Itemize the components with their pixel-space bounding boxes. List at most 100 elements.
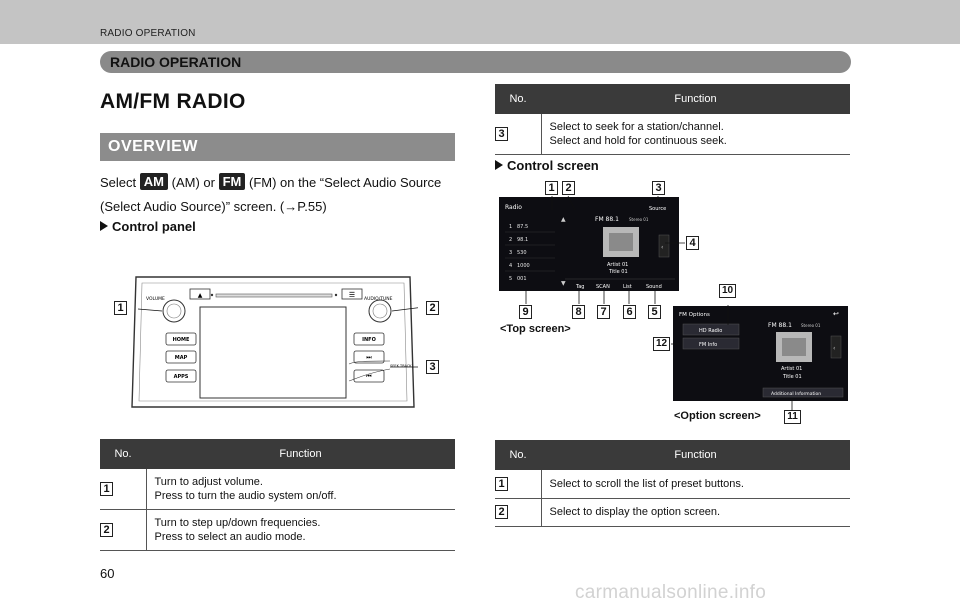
header-band (0, 0, 960, 44)
svg-text:⏮: ⏮ (366, 373, 372, 380)
table-header-no: No. (100, 439, 146, 469)
tune-knob[interactable] (368, 299, 392, 323)
station-frequency: FM 88.1 (595, 216, 619, 223)
callout-1: 1 (114, 301, 127, 315)
audio-tune-label: AUDIO/TUNE (364, 296, 393, 302)
back-icon[interactable]: ↩ (833, 310, 839, 318)
overview-bar: OVERVIEW (100, 133, 455, 161)
fm-info-button[interactable] (682, 337, 740, 350)
tag-button[interactable]: Tag (575, 284, 584, 290)
control-screen-heading: Control screen (495, 158, 599, 173)
additional-information-button[interactable] (762, 387, 844, 398)
svg-text:530: 530 (517, 250, 527, 256)
intro-am-text: (AM) or (171, 175, 215, 190)
scan-button[interactable]: SCAN (596, 284, 610, 290)
svg-text:HOME: HOME (173, 337, 190, 343)
top-screen-caption: <Top screen> (500, 323, 571, 335)
svg-text:Artist 01: Artist 01 (607, 262, 628, 268)
callout-7: 7 (597, 305, 610, 319)
svg-text:3: 3 (509, 250, 512, 256)
table-header-no: No. (495, 84, 541, 114)
svg-text:MAP: MAP (175, 355, 188, 361)
callout-1: 1 (545, 181, 558, 195)
radio-title: Radio (505, 204, 522, 211)
table-row: 2 Select to display the option screen. (495, 498, 850, 527)
callout-6: 6 (623, 305, 636, 319)
svg-text:INFO: INFO (362, 337, 376, 343)
svg-text:1000: 1000 (517, 263, 530, 269)
volume-label: VOLUME (146, 296, 165, 302)
option-screen-caption: <Option screen> (674, 410, 761, 422)
overview-title: OVERVIEW (108, 138, 198, 155)
table-header-function: Function (541, 84, 850, 114)
table-header-function: Function (146, 439, 455, 469)
display-screen (199, 306, 347, 399)
svg-text:▼: ▼ (561, 280, 566, 287)
option-screen-leaders (671, 305, 793, 411)
intro-fm-text: (FM) on the “Select Audio Source (Select… (100, 175, 442, 214)
triangle-bullet-icon (100, 221, 108, 231)
seek-down-button[interactable] (353, 369, 385, 383)
top-screen-leaders (525, 195, 685, 304)
svg-text:‹: ‹ (833, 345, 835, 352)
info-button[interactable] (353, 332, 385, 346)
callout-5: 5 (648, 305, 661, 319)
running-title: RADIO OPERATION (100, 28, 196, 39)
list-button[interactable]: List (623, 284, 632, 290)
triangle-bullet-icon (495, 160, 503, 170)
callout-10: 10 (719, 284, 736, 298)
fm-options-title: FM Options (679, 312, 710, 318)
table-header-function: Function (541, 440, 850, 470)
sound-button[interactable]: Sound (646, 284, 662, 290)
control-screen-table: No. Function 1 Select to scroll the list… (495, 440, 850, 527)
callout-3: 3 (652, 181, 665, 195)
svg-text:APPS: APPS (174, 374, 189, 380)
map-button[interactable] (165, 350, 197, 364)
callout-12: 12 (653, 337, 670, 351)
source-button[interactable]: Source (649, 206, 666, 212)
control-panel-illustration: ▲ ☰ VOLUME AUDIO/TUNE HOME MAP APPS INFO… (131, 276, 418, 408)
am-button-chip: AM (139, 173, 168, 190)
svg-text:⏭: ⏭ (366, 354, 372, 361)
svg-text:▲: ▲ (561, 216, 566, 223)
fm-button-chip: FM (218, 173, 246, 190)
svg-text:2: 2 (509, 237, 512, 243)
svg-text:Stereo 01: Stereo 01 (629, 217, 649, 222)
seek-up-button[interactable] (353, 350, 385, 364)
svg-text:FM 88.1: FM 88.1 (768, 322, 792, 329)
svg-text:98.1: 98.1 (517, 237, 528, 243)
top-screen: Radio 1 87.5 2 98.1 3 530 4 1000 5 001 ▲ ▼ FM… (499, 197, 679, 291)
svg-text:Stereo 01: Stereo 01 (801, 323, 821, 328)
intro-select-text: Select (100, 175, 137, 190)
svg-text:Artist 01: Artist 01 (781, 366, 802, 372)
svg-text:87.5: 87.5 (517, 224, 528, 230)
callout-9: 9 (519, 305, 532, 319)
volume-knob[interactable] (162, 299, 186, 323)
callout-2: 2 (562, 181, 575, 195)
svg-text:001: 001 (517, 276, 527, 282)
option-tab-button[interactable] (658, 234, 670, 258)
control-panel-table: No. Function 1 Turn to adjust volume.Pre… (100, 439, 455, 551)
svg-text:4: 4 (509, 263, 512, 269)
section-title: RADIO OPERATION (110, 54, 242, 70)
svg-text:1: 1 (509, 224, 512, 230)
section-title-bar: RADIO OPERATION (100, 51, 851, 73)
svg-text:FM Info: FM Info (699, 342, 717, 348)
svg-text:Title 01: Title 01 (782, 374, 802, 380)
svg-text:Title 01: Title 01 (608, 269, 628, 275)
hd-radio-button[interactable] (682, 323, 740, 336)
seek-track-label: SEEK TRACK (390, 364, 412, 368)
svg-text:Additional Information: Additional Information (771, 391, 821, 397)
table-row: 2 Turn to step up/down frequencies.Press… (100, 509, 455, 551)
table-row: 1 Turn to adjust volume.Press to turn th… (100, 469, 455, 510)
callout-4: 4 (686, 236, 699, 250)
page-number: 60 (100, 566, 115, 581)
watermark: carmanualsonline.info (575, 582, 767, 603)
intro-paragraph: Select AM (AM) or FM (FM) on the “Select… (100, 171, 460, 219)
table-header-no: No. (495, 440, 541, 470)
svg-text:☰: ☰ (349, 291, 355, 299)
control-panel-heading: Control panel (100, 219, 196, 234)
svg-text:5: 5 (509, 276, 512, 282)
apps-button[interactable] (165, 369, 197, 383)
home-button[interactable] (165, 332, 197, 346)
